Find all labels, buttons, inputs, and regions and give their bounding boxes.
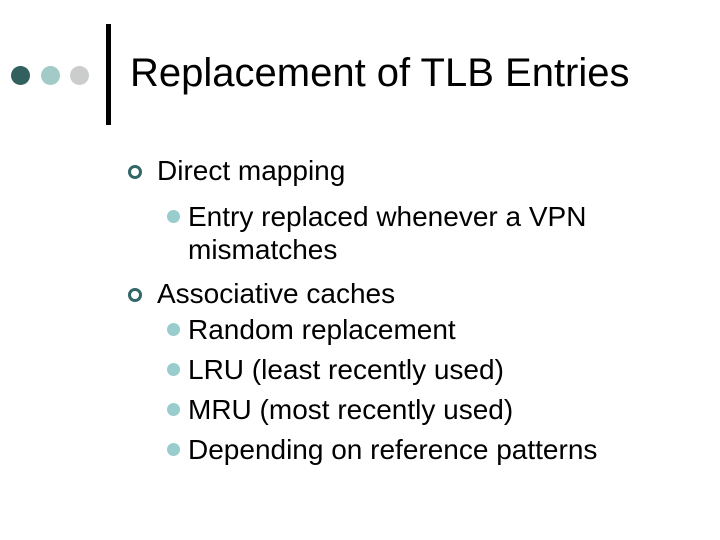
decoration-dot-gray-icon	[70, 66, 89, 85]
bullet-text: Associative caches	[157, 278, 396, 309]
slide-title: Replacement of TLB Entries	[130, 51, 630, 95]
bullet-item-level2: LRU (least recently used)	[167, 353, 629, 386]
bullet-text: Random replacement	[188, 314, 456, 345]
bullet-text: Direct mapping	[157, 155, 346, 186]
dot-bullet-icon	[167, 323, 180, 336]
decoration-dot-dark-icon	[11, 66, 30, 85]
bullet-item-level2: Random replacement	[167, 313, 629, 346]
bullet-item-level1: Direct mapping	[128, 153, 345, 189]
ring-bullet-icon	[128, 288, 142, 302]
vertical-divider-bar	[106, 24, 111, 125]
dot-bullet-icon	[167, 403, 180, 416]
bullet-item-level2: Depending on reference patterns	[167, 433, 629, 466]
bullet-item-level1: Associative caches	[128, 276, 395, 312]
bullet-item-level2: MRU (most recently used)	[167, 393, 629, 426]
decoration-dot-teal-icon	[41, 66, 60, 85]
ring-bullet-icon	[128, 165, 142, 179]
dot-bullet-icon	[167, 210, 180, 223]
dot-bullet-icon	[167, 363, 180, 376]
bullet-text: MRU (most recently used)	[188, 394, 514, 425]
bullet-text: Depending on reference patterns	[188, 434, 598, 465]
bullet-text: Entry replaced whenever a VPN mismatches	[188, 201, 587, 265]
bullet-text: LRU (least recently used)	[188, 354, 504, 385]
bullet-item-level2: Entry replaced whenever a VPN mismatches	[167, 200, 629, 266]
dot-bullet-icon	[167, 443, 180, 456]
